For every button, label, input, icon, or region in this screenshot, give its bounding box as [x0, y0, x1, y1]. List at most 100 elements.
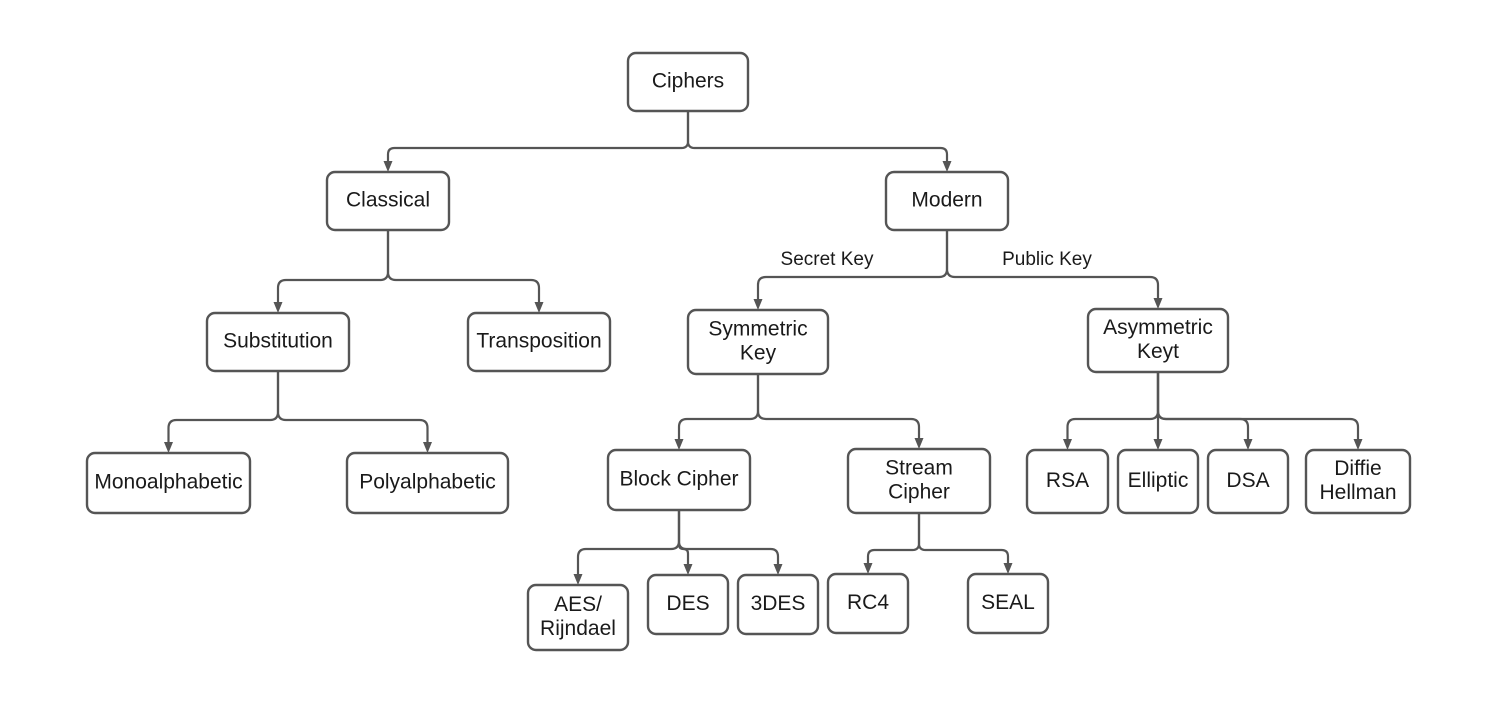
arrowhead-des	[683, 564, 693, 575]
node-box-rc4	[826, 572, 910, 635]
node-box-classical	[325, 170, 451, 232]
node-box-rsa	[1025, 448, 1110, 515]
node-modern[interactable]: Modern	[884, 170, 1010, 232]
node-box-substitution	[205, 311, 351, 373]
edge-classical-to-substitution	[276, 230, 390, 302]
node-label-aes_rijndael: AES/	[554, 593, 602, 616]
edge-block_cipher-to-des	[677, 510, 690, 564]
edge-asymmetric-to-diffie_hellman	[1156, 372, 1360, 439]
node-label-monoalphabetic: Monoalphabetic	[94, 471, 242, 494]
arrowhead-rc4	[863, 563, 873, 574]
arrowhead-modern	[942, 161, 952, 172]
node-label-block_cipher: Block Cipher	[619, 468, 738, 491]
edge-symmetric-to-block_cipher	[677, 374, 760, 439]
arrowhead-transposition	[534, 302, 544, 313]
node-label-aes_rijndael: Rijndael	[540, 617, 616, 640]
arrowhead-asymmetric	[1153, 298, 1163, 309]
edge-asymmetric-to-rsa	[1066, 372, 1160, 439]
edges-layer	[167, 111, 1360, 574]
node-box-des	[646, 573, 730, 636]
node-dsa[interactable]: DSA	[1206, 448, 1290, 515]
node-label-seal: SEAL	[981, 591, 1035, 614]
node-seal[interactable]: SEAL	[966, 572, 1050, 635]
node-box-transposition	[466, 311, 612, 373]
node-box-symmetric	[686, 308, 830, 376]
node-box-polyalphabetic	[345, 451, 510, 515]
node-label-substitution: Substitution	[223, 330, 333, 353]
node-box-asymmetric	[1086, 307, 1230, 374]
edge-asymmetric-to-dsa	[1156, 372, 1250, 439]
arrowhead-block_cipher	[674, 439, 684, 450]
node-box-block_cipher	[606, 448, 752, 512]
node-elliptic[interactable]: Elliptic	[1116, 448, 1200, 515]
edge-ciphers-to-modern	[686, 111, 949, 161]
node-rc4[interactable]: RC4	[826, 572, 910, 635]
edge-substitution-to-polyalphabetic	[276, 371, 429, 442]
edge-block_cipher-to-aes_rijndael	[576, 510, 681, 574]
edge-stream_cipher-to-rc4	[866, 513, 921, 563]
arrowhead-classical	[383, 161, 393, 172]
arrowhead-monoalphabetic	[164, 442, 173, 453]
edge-block_cipher-to-3des	[677, 510, 780, 564]
node-label-stream_cipher: Stream	[885, 457, 953, 480]
edge-substitution-to-monoalphabetic	[167, 371, 280, 442]
node-transposition[interactable]: Transposition	[466, 311, 612, 373]
edge-labels-layer: Secret Key Public Key	[781, 249, 1093, 270]
node-label-asymmetric: Keyt	[1137, 340, 1179, 363]
edge-label-public_key: Public Key	[1002, 249, 1092, 270]
node-box-aes_rijndael	[526, 583, 630, 652]
node-label-3des: 3DES	[751, 592, 806, 615]
arrowheads-layer	[164, 161, 1363, 585]
node-aes_rijndael[interactable]: AES/Rijndael	[526, 583, 630, 652]
node-label-symmetric: Symmetric	[708, 318, 807, 341]
node-monoalphabetic[interactable]: Monoalphabetic	[85, 451, 252, 515]
node-substitution[interactable]: Substitution	[205, 311, 351, 373]
edge-label-secret_key: Secret Key	[781, 249, 874, 270]
node-label-ciphers: Ciphers	[652, 70, 724, 93]
node-box-seal	[966, 572, 1050, 635]
node-label-modern: Modern	[911, 189, 982, 212]
arrowhead-dsa	[1243, 439, 1253, 450]
node-3des[interactable]: 3DES	[736, 573, 820, 636]
node-label-elliptic: Elliptic	[1128, 469, 1189, 492]
node-rsa[interactable]: RSA	[1025, 448, 1110, 515]
node-box-modern	[884, 170, 1010, 232]
arrowhead-substitution	[273, 302, 283, 313]
node-label-transposition: Transposition	[476, 330, 601, 353]
arrowhead-stream_cipher	[914, 438, 924, 449]
node-des[interactable]: DES	[646, 573, 730, 636]
edge-symmetric-to-stream_cipher	[756, 374, 921, 438]
edge-stream_cipher-to-seal	[917, 513, 1010, 563]
node-label-symmetric: Key	[740, 342, 777, 365]
arrowhead-aes_rijndael	[573, 574, 583, 585]
node-label-polyalphabetic: Polyalphabetic	[359, 471, 496, 494]
node-label-rsa: RSA	[1046, 469, 1089, 492]
node-box-monoalphabetic	[85, 451, 252, 515]
arrowhead-diffie_hellman	[1353, 439, 1363, 450]
node-box-stream_cipher	[846, 447, 992, 515]
arrowhead-symmetric	[753, 299, 763, 310]
node-polyalphabetic[interactable]: Polyalphabetic	[345, 451, 510, 515]
node-box-dsa	[1206, 448, 1290, 515]
node-box-elliptic	[1116, 448, 1200, 515]
edge-ciphers-to-classical	[386, 111, 690, 161]
node-label-diffie_hellman: Diffie	[1334, 457, 1381, 480]
arrowhead-3des	[773, 564, 783, 575]
node-block_cipher[interactable]: Block Cipher	[606, 448, 752, 512]
arrowhead-seal	[1003, 563, 1013, 574]
node-label-diffie_hellman: Hellman	[1319, 481, 1396, 504]
node-ciphers[interactable]: Ciphers	[626, 51, 750, 113]
node-classical[interactable]: Classical	[325, 170, 451, 232]
node-label-des: DES	[666, 592, 709, 615]
node-label-classical: Classical	[346, 189, 430, 212]
node-label-asymmetric: Asymmetric	[1103, 316, 1213, 339]
arrowhead-rsa	[1063, 439, 1072, 450]
node-box-ciphers	[626, 51, 750, 113]
